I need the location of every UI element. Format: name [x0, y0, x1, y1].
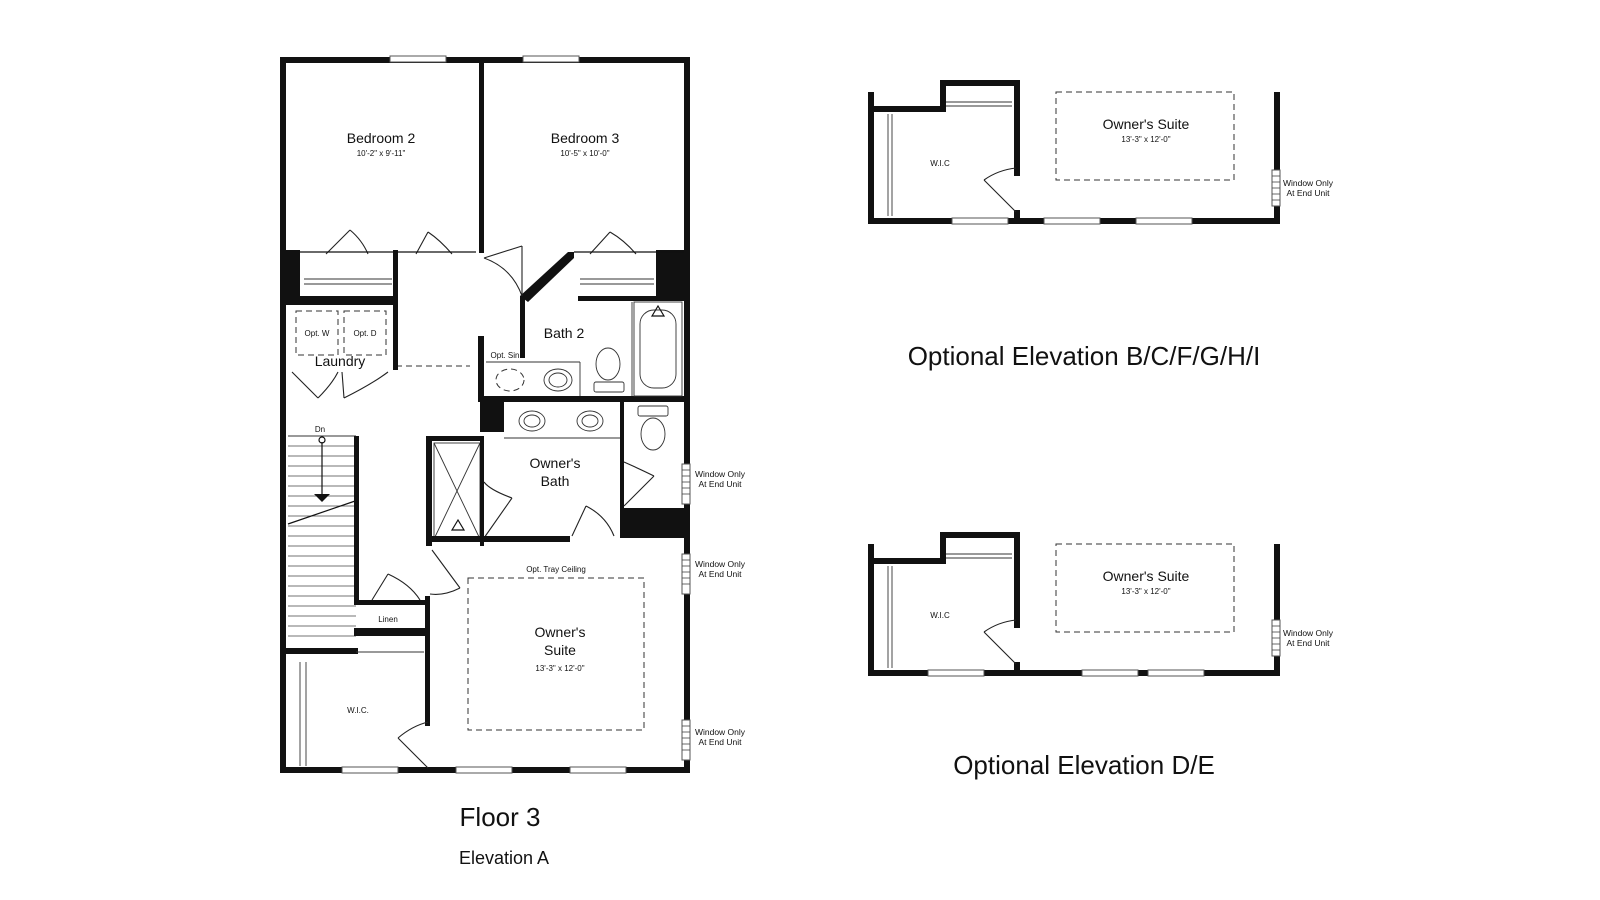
- wic-label: W.I.C.: [347, 706, 369, 715]
- exterior-wall-top: [280, 57, 690, 63]
- window: [569, 766, 627, 774]
- opt-d-label: Opt. D: [353, 329, 376, 338]
- elev1-wic-label: W.I.C: [930, 159, 950, 168]
- elev2-note-line1: Window Only: [1283, 628, 1334, 638]
- bedroom-3-dims: 10'-5" x 10'-0": [560, 149, 609, 158]
- elev1-caption: Optional Elevation B/C/F/G/H/I: [908, 341, 1261, 371]
- window-note-3-line2: At End Unit: [699, 737, 743, 747]
- owners-bath-label-1: Owner's: [530, 455, 581, 471]
- elev2-suite-dims: 13'-3" x 12'-0": [1121, 587, 1170, 596]
- window-note-2-line2: At End Unit: [699, 569, 743, 579]
- elev2-wic-label: W.I.C: [930, 611, 950, 620]
- owners-suite-label-2: Suite: [544, 642, 576, 658]
- window: [389, 55, 447, 63]
- owners-suite-label-1: Owner's: [535, 624, 586, 640]
- owners-bath-label-2: Bath: [541, 473, 570, 489]
- linen-label: Linen: [378, 615, 398, 624]
- window-note-1-line1: Window Only: [695, 469, 746, 479]
- elev1-note-line1: Window Only: [1283, 178, 1334, 188]
- exterior-wall-right: [684, 57, 690, 773]
- tray-ceiling-label: Opt. Tray Ceiling: [526, 565, 586, 574]
- elev1-suite-label: Owner's Suite: [1103, 116, 1190, 132]
- bedroom-3-label: Bedroom 3: [551, 130, 620, 146]
- window: [522, 55, 580, 63]
- elev2-note-line2: At End Unit: [1287, 638, 1331, 648]
- elev1-suite-dims: 13'-3" x 12'-0": [1121, 135, 1170, 144]
- window-note-3-line1: Window Only: [695, 727, 746, 737]
- laundry-label: Laundry: [315, 353, 366, 369]
- bath-2-label: Bath 2: [544, 325, 585, 341]
- elev1-note-line2: At End Unit: [1287, 188, 1331, 198]
- floor-3-plan: Bedroom 2 10'-2" x 9'-11" Bedroom 3 10'-…: [280, 55, 746, 868]
- window: [455, 766, 513, 774]
- elevation-de-plan: Owner's Suite 13'-3" x 12'-0" W.I.C Wind…: [868, 532, 1334, 780]
- elevation-bcfghi-plan: Owner's Suite 13'-3" x 12'-0" W.I.C Wind…: [868, 80, 1334, 371]
- opt-w-label: Opt. W: [305, 329, 330, 338]
- window-note-2-line1: Window Only: [695, 559, 746, 569]
- stairs-down-label: Dn: [315, 425, 325, 434]
- floor-subtitle: Elevation A: [459, 848, 549, 868]
- exterior-wall-left: [280, 57, 286, 773]
- bedroom-2-dims: 10'-2" x 9'-11": [357, 149, 406, 158]
- elev2-caption: Optional Elevation D/E: [953, 750, 1215, 780]
- opt-sink-label: Opt. Sink: [491, 351, 525, 360]
- floor-title: Floor 3: [460, 802, 541, 832]
- owners-suite-dims: 13'-3" x 12'-0": [535, 664, 584, 673]
- window: [341, 766, 399, 774]
- elev2-suite-label: Owner's Suite: [1103, 568, 1190, 584]
- bedroom-2-label: Bedroom 2: [347, 130, 416, 146]
- window-note-1-line2: At End Unit: [699, 479, 743, 489]
